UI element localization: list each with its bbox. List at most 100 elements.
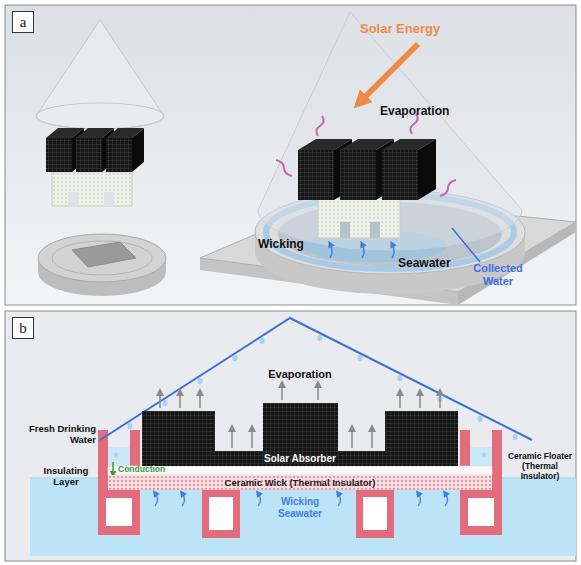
wicking-arrow [445,493,448,506]
block-side [132,128,144,172]
assembled-device [200,12,576,305]
droplet [233,355,238,361]
floater-hole [363,497,387,530]
block-front [340,150,376,200]
cone-cover [36,20,164,129]
block-front [76,138,102,172]
wick-notch [104,192,114,206]
droplet [358,355,363,361]
ring-top [38,234,166,282]
node-text: a [13,12,33,32]
floater-box [356,490,394,538]
floater-wall [460,430,470,466]
droplet [398,375,403,381]
wicking-arrow [330,244,332,258]
block-front [46,138,72,172]
droplet [114,452,118,457]
part-label: Ceramic Floater (Thermal Insulator) [503,452,577,481]
evaporation-arrow [199,392,201,408]
node-text: b [13,318,33,338]
solar-absorber: Solar Absorber [142,403,458,466]
conduction-arrow [112,462,114,474]
absorber-blocks [298,139,436,200]
part-label: Fresh Drinking Water [16,424,96,446]
block-front [298,150,334,200]
evaporation-arrow [179,392,181,408]
wicking-arrow [182,493,185,506]
part-label: Collected Water [462,262,534,287]
evaporation-arrow [251,428,253,448]
square-hole [72,242,136,267]
process-label: Wicking [258,238,328,252]
wicking-arrow [362,244,364,258]
exploded-view [36,20,166,296]
process-label: Evaporation [380,105,480,119]
block-front [382,150,418,200]
leader-line [452,228,480,262]
evaporation-arrow [419,392,421,408]
floater-hole [468,498,494,526]
droplet [128,423,133,429]
wick-notch [68,192,78,206]
absorber-blocks [46,128,144,172]
droplet [482,452,486,457]
node-text: Solar Absorber [142,453,458,464]
block-side [418,139,436,200]
cross-section [30,318,576,556]
cone-rim [36,103,164,129]
evaporation-arrow [439,392,441,408]
evaporation-arrow [317,384,319,400]
fresh-water [470,447,492,466]
ring-groove [52,241,152,275]
solar-arrow [362,44,418,100]
insulating-layer [108,466,492,475]
droplet [198,378,203,384]
wick-notch [340,222,350,238]
floater-wall [130,430,140,466]
droplet [513,434,518,440]
process-label: Wicking Seawater [266,496,334,519]
wicking-arrow [418,493,421,506]
evaporation-arrow [159,392,161,408]
evaporation-arrow [281,384,283,400]
process-label: Evaporation [250,368,350,381]
part-label: Seawater [398,257,468,271]
floater-holes [106,497,494,530]
fresh-water [108,447,130,466]
energy-label: Solar Energy [360,22,480,37]
droplet [260,338,265,344]
panel-background [5,311,576,561]
vapor-squiggle [440,180,456,196]
droplet [478,416,483,422]
block-front [106,138,132,172]
evaporation-arrow [371,428,373,448]
droplet [163,400,168,406]
panel-label-box: b [12,317,34,339]
vapor-squiggle [316,116,323,136]
ceramic-wick [52,172,132,206]
droplet [318,335,323,341]
wick-notch [370,222,380,238]
floater-box [202,490,240,538]
wicking-arrow [155,493,158,506]
node-text: Ceramic Wick (Thermal Insulator) [108,475,492,490]
ceramic-wick: Ceramic Wick (Thermal Insulator) [108,475,492,490]
wicking-arrow [258,493,261,506]
evaporation-arrow [399,392,401,408]
part-label: Insulating Layer [36,466,96,488]
floater-box [98,490,140,535]
panel-background [5,5,576,305]
panel-label-box: a [12,11,34,33]
wicking-arrows [330,244,394,258]
floater-hole [106,498,132,526]
wicking-arrow [338,493,341,506]
absorber-shape [142,403,458,466]
evaporation-arrow [351,428,353,448]
floater-hole [209,497,233,530]
process-label: Conduction [118,465,168,475]
floater-box [460,490,502,535]
evaporation-arrow [231,428,233,448]
cone-cover [258,12,522,250]
wicking-arrow [392,244,394,258]
